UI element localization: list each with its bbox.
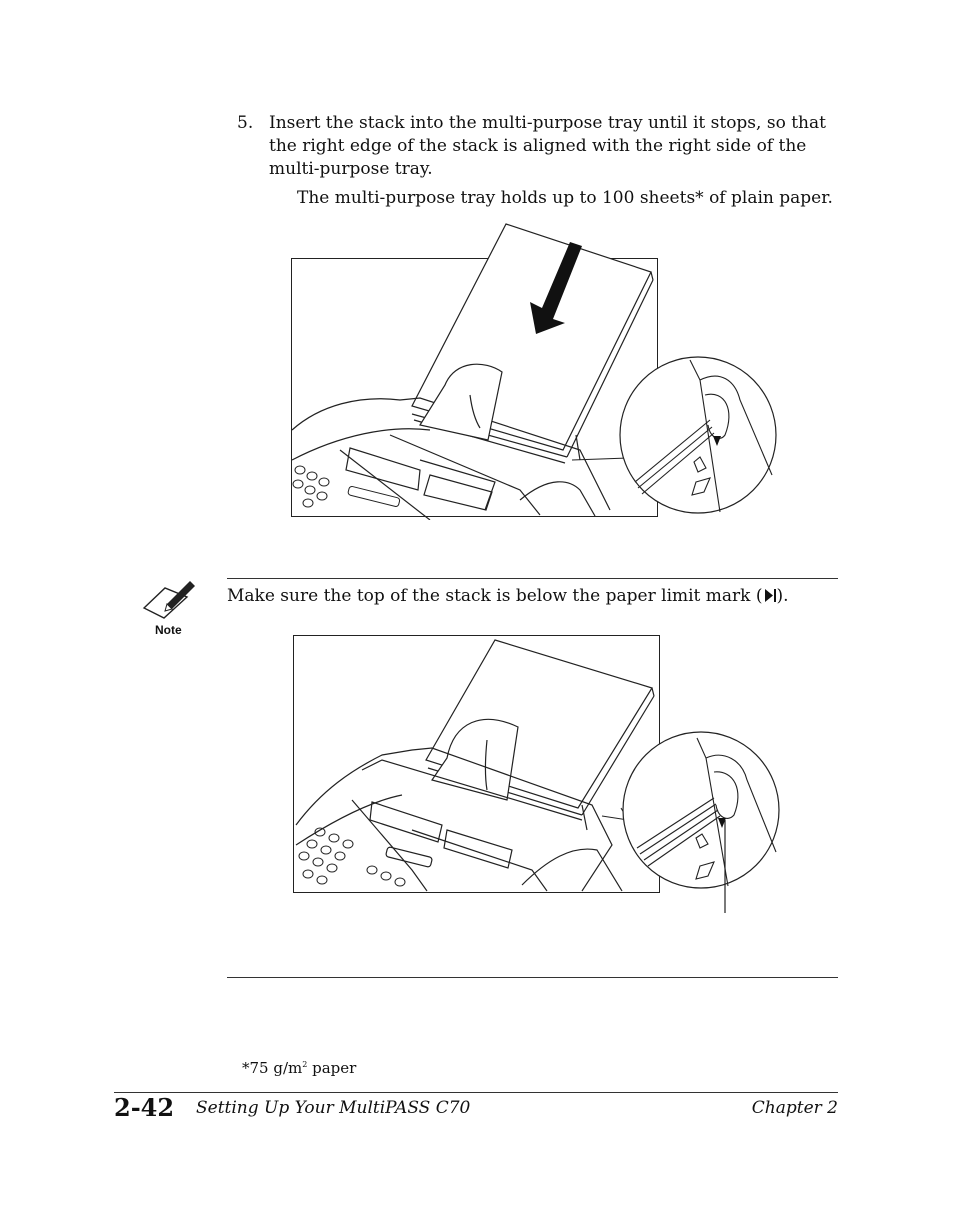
footnote-prefix: *75 g/m [242,1059,303,1077]
paper-limit-inset-2 [622,731,780,889]
note-text-after: ). [776,586,789,606]
footnote-superscript: 2 [302,1060,308,1069]
step-number: 5. [237,113,254,133]
note-pencil-icon [142,581,195,619]
chapter-label: Chapter 2 [751,1098,838,1118]
note-text-before: Make sure the top of the stack is below … [227,586,763,606]
footnote: *75 g/m2 paper [242,1059,356,1077]
paper-limit-inset [619,356,777,514]
note-label: Note [155,623,182,637]
running-title: Setting Up Your MultiPASS C70 [196,1098,471,1118]
insert-arrow-icon [530,242,582,334]
paper-limit-mark-icon [764,589,776,602]
footer-rule [114,1092,838,1093]
insert-stack-illustration [291,223,777,520]
limit-mark-illustration [295,639,780,913]
footnote-suffix: paper [307,1059,357,1077]
step-text: Insert the stack into the multi-purpose … [269,113,826,179]
note-bottom-rule [227,977,838,978]
step-detail: The multi-purpose tray holds up to 100 s… [297,188,833,208]
note-top-rule [227,578,838,579]
note-text: Make sure the top of the stack is below … [227,586,789,606]
page-number: 2-42 [114,1093,175,1122]
